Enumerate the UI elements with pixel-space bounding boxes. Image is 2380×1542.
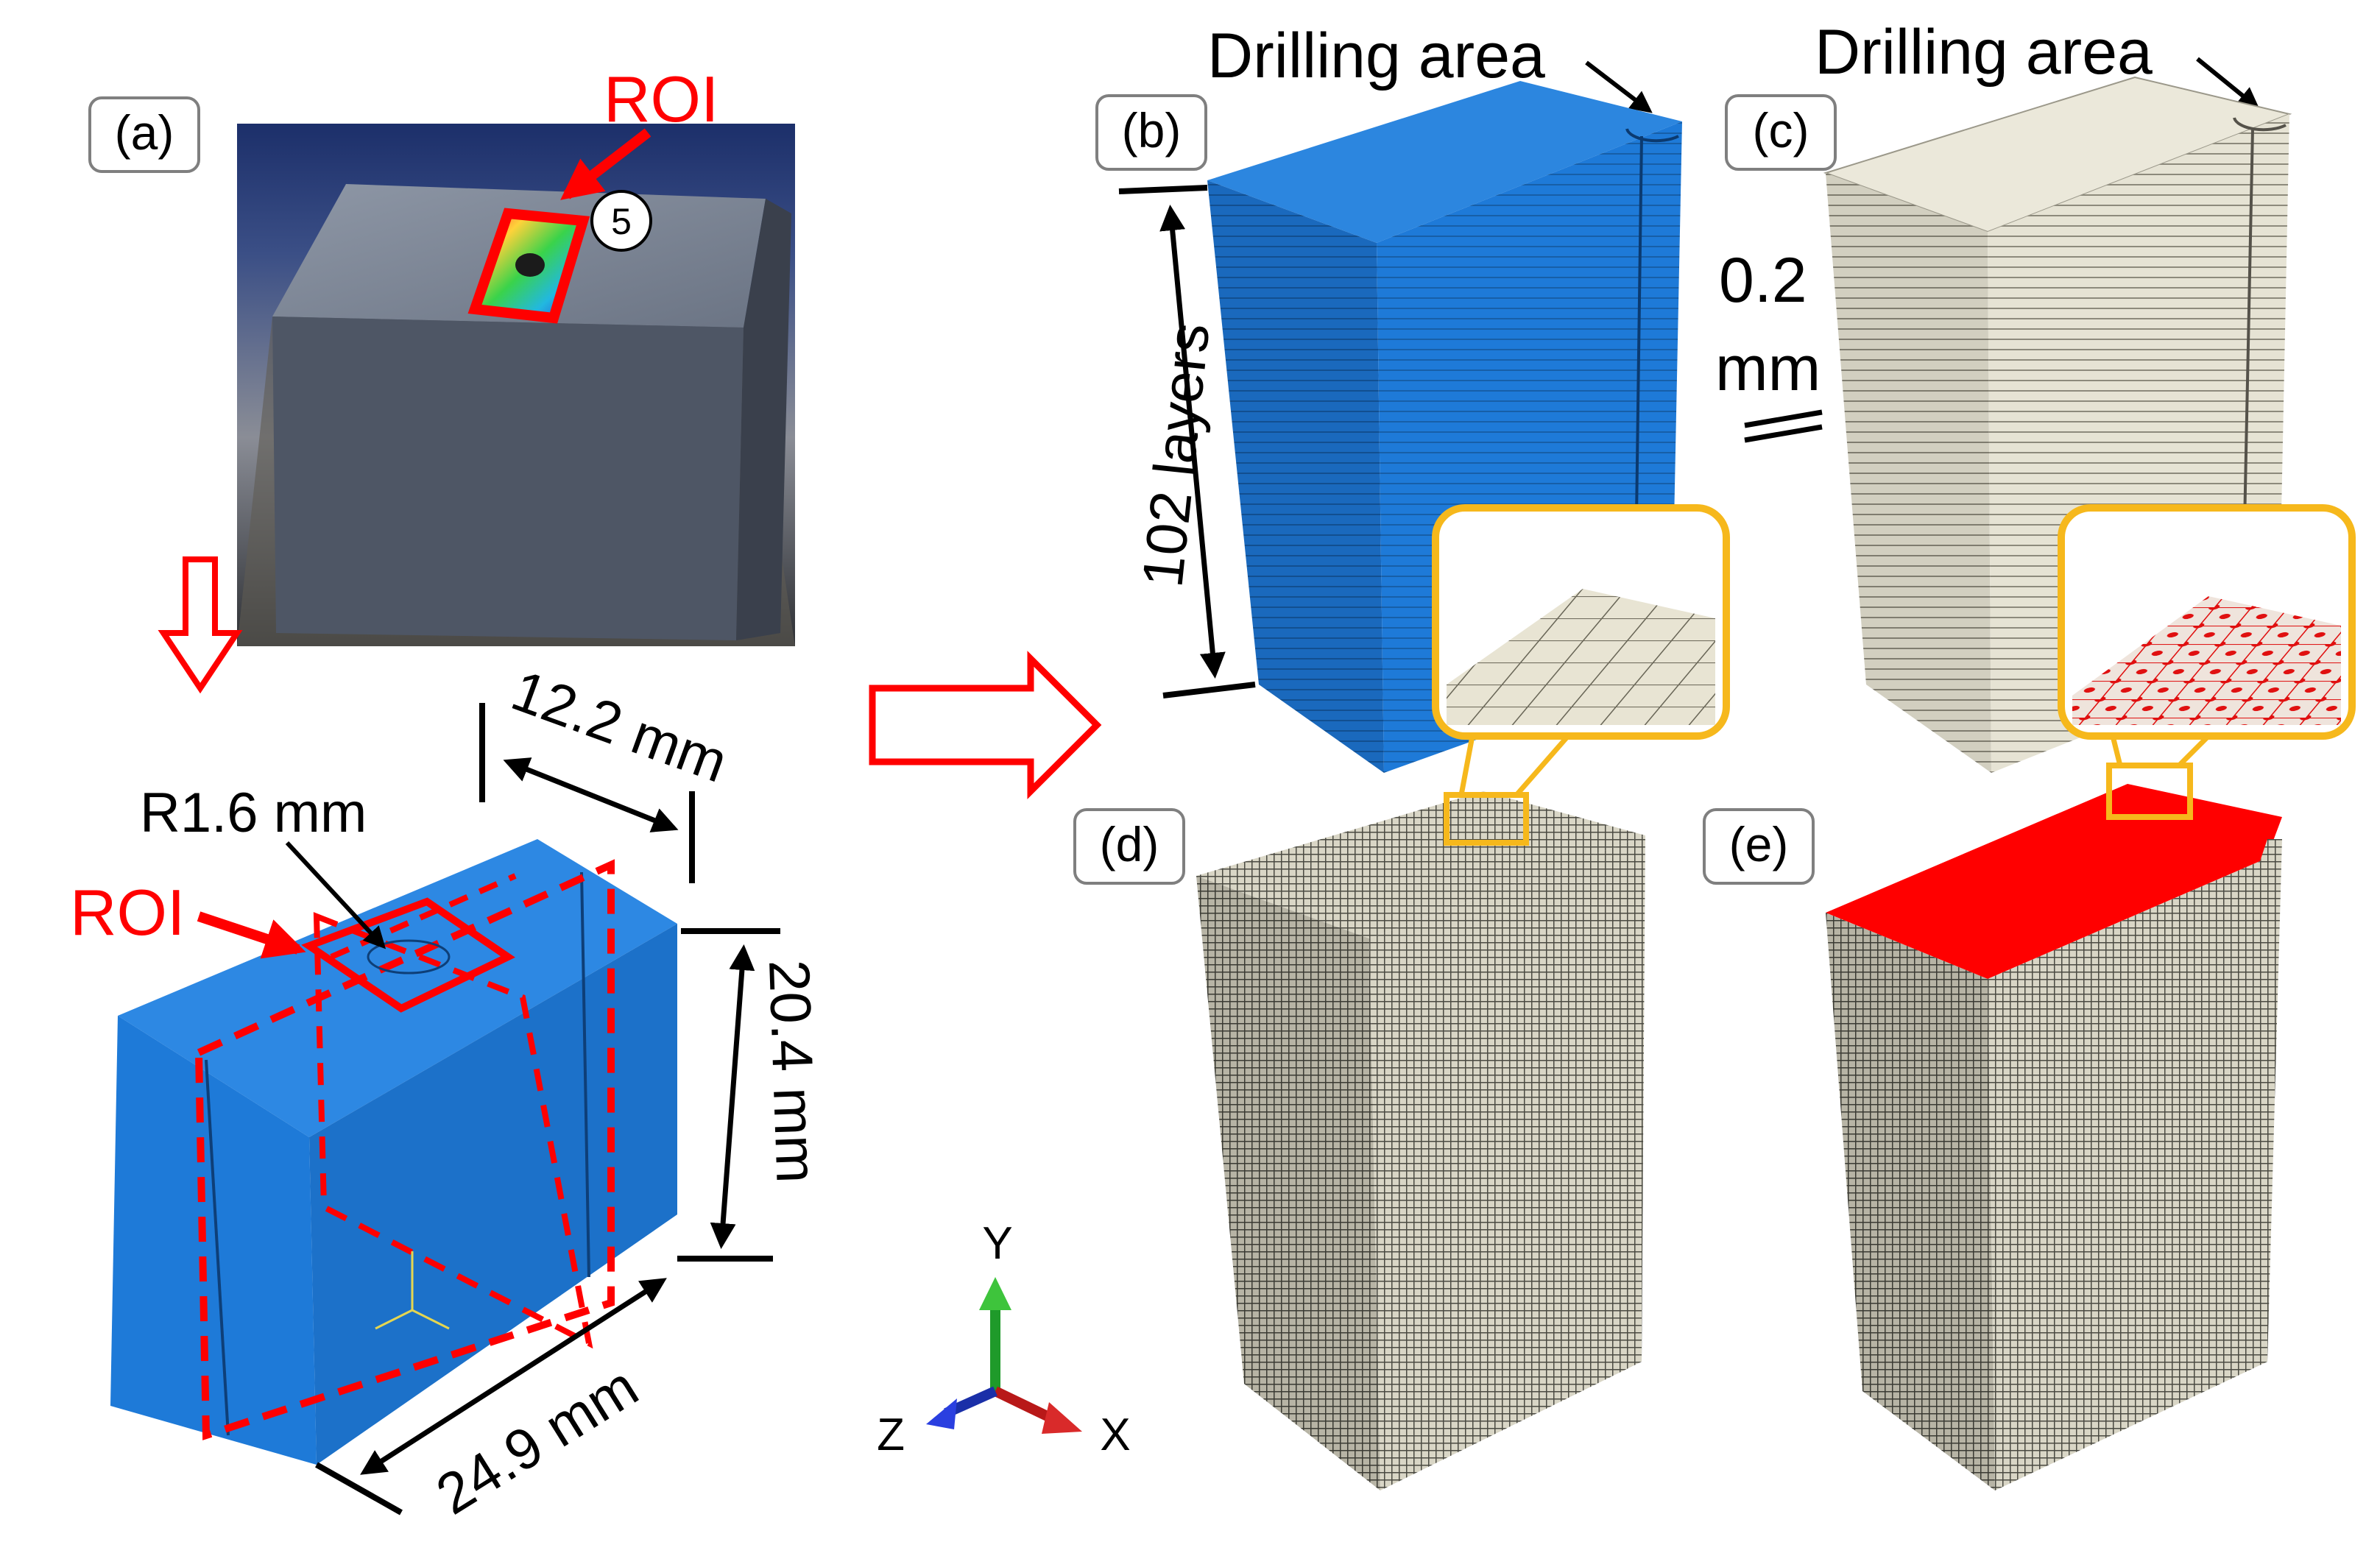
panel-e-front-face (1826, 913, 1995, 1490)
panel-d-top-face (1196, 791, 1645, 938)
panel-a-label: (a) (115, 105, 174, 160)
dim-length-tick (315, 1462, 403, 1516)
point-marker (590, 190, 652, 252)
panel-e-zoom-mesh (2072, 596, 2341, 725)
panel-d-zoom-region (1444, 792, 1529, 846)
cad-model-front (110, 1016, 317, 1465)
panel-b-layers-tick-top (1118, 185, 1208, 194)
panel-b-label-box (1095, 94, 1207, 171)
point-marker-label: 5 (611, 201, 632, 242)
panel-b-layers-tick-bottom (1162, 682, 1256, 699)
panel-c-drill-hole (2233, 117, 2287, 132)
photo-block-front (272, 316, 744, 640)
photo-block-side (736, 199, 791, 640)
dim-width-arrow (503, 757, 679, 832)
panel-b-drilling-arrow (1585, 60, 1653, 113)
axis-y-head (979, 1277, 1011, 1310)
panel-e-label: (e) (1729, 817, 1789, 871)
panel-e-zoom-leader-right (2177, 734, 2211, 768)
panel-c-front-face (1826, 173, 1991, 773)
model-drill-hole (367, 939, 451, 975)
panel-d-zoom-leader-left (1458, 735, 1475, 796)
panel-b-drill-hole (1625, 128, 1679, 143)
panel-a-label-box (88, 96, 200, 173)
panel-d-label-box (1073, 808, 1185, 885)
panel-b-layers-arrow (1159, 205, 1226, 679)
panel-e-label-box (1703, 808, 1815, 885)
model-roi-arrow (197, 911, 306, 959)
panel-c-drilling-arrow (2196, 57, 2260, 110)
panel-e-side-face (1988, 839, 2282, 1490)
axis-z-head (926, 1398, 957, 1429)
axis-x-head (1042, 1402, 1082, 1434)
radius-label: R1.6 mm (140, 782, 367, 844)
panel-d-zoom-mesh (1447, 589, 1715, 725)
photo-drill-hole (515, 253, 545, 277)
model-roi-box (301, 897, 515, 1013)
model-roi-label: ROI (70, 876, 185, 949)
panel-d-zoom-leader-right (1514, 734, 1570, 797)
cad-partition-line-2 (580, 871, 590, 1278)
panel-c-thickness-unit: mm (1715, 333, 1821, 404)
panel-b-layers-label: 102 layers (1129, 320, 1221, 590)
panel-c-label-box (1725, 94, 1837, 171)
axis-x-label: X (1100, 1410, 1130, 1460)
dim-length-label: 24.9 mm (425, 1354, 649, 1527)
panel-e-top-face-roi (1826, 784, 2282, 979)
cad-partition-line-1 (205, 1059, 230, 1436)
dim-length-arrow (360, 1278, 667, 1475)
panel-d-front-face (1196, 876, 1380, 1490)
down-flow-arrow (158, 556, 243, 694)
photo-roi-label: ROI (604, 63, 718, 135)
dim-height-label: 20.4 mm (757, 959, 830, 1184)
panel-d-label: (d) (1100, 817, 1159, 871)
panel-c-thickness-value: 0.2 (1719, 245, 1807, 316)
section-line-top (330, 873, 517, 960)
panel-a: (a) 5 ROI (70, 63, 830, 1527)
panel-c-drilling-label: Drilling area (1815, 17, 2153, 88)
panel-b-front-face (1207, 180, 1384, 773)
cad-model-top (118, 839, 677, 1137)
panel-c-thickness-tick-2 (1744, 424, 1823, 443)
right-flow-arrow (869, 651, 1102, 799)
panel-b-label: (b) (1122, 103, 1182, 158)
panel-d: (d) (1073, 504, 1730, 1490)
photo-roi-arrow (560, 128, 652, 200)
axis-z-label: Z (877, 1410, 905, 1460)
panel-c-thickness-tick-1 (1744, 409, 1823, 428)
dim-height-arrow (710, 944, 755, 1249)
specimen-photo: 5 (237, 124, 795, 646)
radius-arrow (285, 841, 386, 949)
panel-c-label: (c) (1753, 103, 1809, 158)
panel-e: (e) (1703, 504, 2356, 1490)
axis-y-label: Y (982, 1218, 1012, 1269)
panel-d-side-face (1369, 835, 1645, 1490)
axis-triad: Y Z X (877, 1218, 1131, 1460)
panel-e-zoom-region (2106, 763, 2193, 820)
panel-e-zoom-leader-left (2110, 735, 2123, 766)
panel-b-drilling-label: Drilling area (1207, 21, 1545, 91)
panel-b-top-face (1207, 81, 1682, 243)
